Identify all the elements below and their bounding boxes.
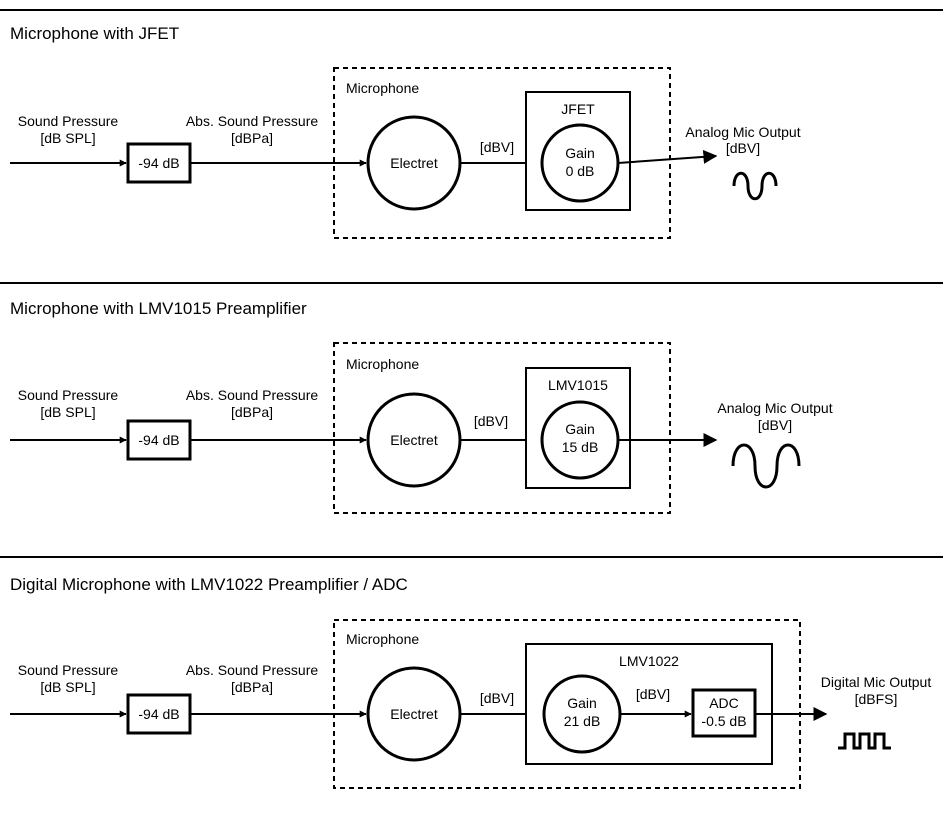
gain-value: 21 dB (564, 713, 601, 729)
adc-value: -0.5 dB (701, 713, 746, 729)
abs-pressure-unit: [dBPa] (231, 679, 273, 695)
analog-output-arrow (617, 149, 718, 164)
offset-block-label: -94 dB (138, 706, 179, 722)
small-sine-wave-icon (732, 171, 778, 201)
panel-lmv1022: Digital Microphone with LMV1022 Preampli… (0, 556, 943, 789)
output-unit: [dBFS] (855, 691, 898, 707)
output-label: Analog Mic Output (685, 124, 800, 140)
lmv1022-stage-label: LMV1022 (619, 653, 679, 669)
output-label: Analog Mic Output (717, 400, 832, 416)
gain-value: 0 dB (566, 163, 595, 179)
electret-label: Electret (390, 432, 438, 448)
microphone-boundary (333, 619, 801, 789)
gain-label: Gain (567, 695, 597, 711)
panel-jfet: Microphone with JFET Sound Pressure [dB … (0, 9, 943, 239)
microphone-boundary (333, 342, 671, 514)
offset-block-label: -94 dB (138, 432, 179, 448)
offset-block-label: -94 dB (138, 155, 179, 171)
microphone-label: Microphone (346, 356, 419, 372)
abs-pressure-label: Abs. Sound Pressure (186, 662, 319, 678)
adc-label: ADC (709, 695, 739, 711)
input-label: Sound Pressure (18, 662, 119, 678)
gain-value: 15 dB (562, 439, 599, 455)
input-unit: [dB SPL] (40, 130, 95, 146)
abs-pressure-label: Abs. Sound Pressure (186, 113, 319, 129)
electret-label: Electret (390, 155, 438, 171)
microphone-boundary (333, 67, 671, 239)
electret-output-unit: [dBV] (480, 139, 514, 155)
gain-output-unit: [dBV] (636, 686, 670, 702)
output-label: Digital Mic Output (821, 674, 932, 690)
electret-output-unit: [dBV] (480, 690, 514, 706)
output-unit: [dBV] (726, 140, 760, 156)
output-unit: [dBV] (758, 417, 792, 433)
panel-lmv1015: Microphone with LMV1015 Preamplifier Sou… (0, 282, 943, 514)
gain-label: Gain (565, 421, 595, 437)
input-label: Sound Pressure (18, 113, 119, 129)
square-wave-icon (838, 732, 891, 750)
electret-label: Electret (390, 706, 438, 722)
panel-title: Microphone with JFET (10, 24, 179, 43)
gain-label: Gain (565, 145, 595, 161)
microphone-label: Microphone (346, 80, 419, 96)
input-label: Sound Pressure (18, 387, 119, 403)
lmv1015-stage-label: LMV1015 (548, 377, 608, 393)
panel-title: Microphone with LMV1015 Preamplifier (10, 299, 307, 318)
abs-pressure-unit: [dBPa] (231, 404, 273, 420)
input-unit: [dB SPL] (40, 404, 95, 420)
large-sine-wave-icon (731, 443, 801, 489)
abs-pressure-label: Abs. Sound Pressure (186, 387, 319, 403)
panel-title: Digital Microphone with LMV1022 Preampli… (10, 575, 408, 594)
input-unit: [dB SPL] (40, 679, 95, 695)
jfet-stage-label: JFET (561, 101, 595, 117)
microphone-label: Microphone (346, 631, 419, 647)
abs-pressure-unit: [dBPa] (231, 130, 273, 146)
electret-output-unit: [dBV] (474, 413, 508, 429)
